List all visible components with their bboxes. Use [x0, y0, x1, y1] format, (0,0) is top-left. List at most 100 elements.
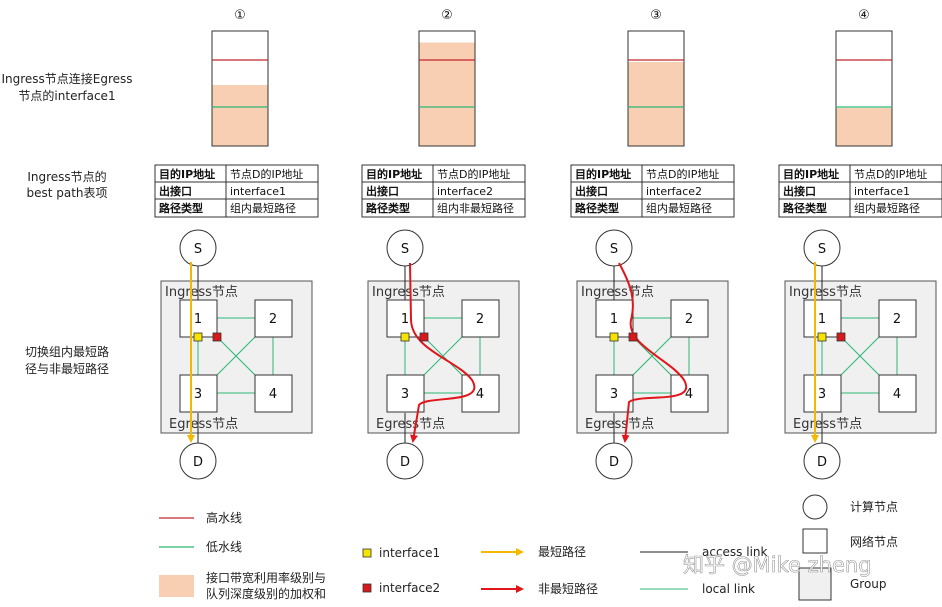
scenario-1: ① 目的IP地址 节点D的IP地址 出接口 interface1 路径类型 组内…: [154, 8, 319, 480]
table-header-dest-value: 节点D的IP地址: [437, 167, 510, 181]
table-row-out-value: interface1: [854, 185, 910, 198]
topology: 1 2 3 4 Ingress节点 Egress节点 S D: [784, 229, 937, 480]
legend-low-water-label: 低水线: [206, 540, 242, 554]
row-label-connection-line2: 节点的interface1: [18, 88, 115, 103]
legend-compute-node: 计算节点: [802, 494, 898, 520]
node-1-label: 1: [610, 312, 618, 327]
network-node-2: [254, 299, 293, 338]
legend-non-shortest: 非最短路径: [481, 581, 598, 596]
legend-group-label: Group: [850, 577, 887, 591]
ingress-label: Ingress节点: [789, 285, 862, 300]
topology: 1 2 3 4 Ingress节点 Egress节点 S D: [367, 229, 520, 480]
table-row-out-value: interface2: [437, 185, 493, 198]
legend-high-water: 高水线: [159, 510, 242, 525]
compute-node-d: [179, 442, 217, 480]
network-node-4: [670, 374, 709, 413]
source-label: S: [401, 242, 409, 257]
interface1-marker: [609, 332, 619, 342]
node-4-label: 4: [893, 387, 901, 402]
scenario-4: ④ 目的IP地址 节点D的IP地址 出接口 interface1 路径类型 组内…: [778, 8, 942, 480]
table-row-out-value: interface2: [646, 185, 702, 198]
node-2-label: 2: [893, 312, 901, 327]
non-shortest-path-arrow: [618, 262, 688, 443]
node-4-label: 4: [269, 387, 277, 402]
network-node-1: [179, 299, 218, 338]
local-link-2-3: [423, 336, 463, 376]
network-node-3: [803, 374, 842, 413]
legend-network-node: 网络节点: [802, 528, 898, 554]
non-shortest-path-arrow: [409, 262, 476, 443]
dest-label: D: [193, 455, 203, 470]
watermark: 知乎 @Mike zheng: [683, 553, 872, 577]
interface1-marker: [817, 332, 827, 342]
best-path-table: 目的IP地址 节点D的IP地址 出接口 interface1 路径类型 组内最短…: [154, 164, 319, 218]
table-header-dest: 目的IP地址: [159, 167, 215, 181]
node-2-label: 2: [476, 312, 484, 327]
legend-access-link: access link: [640, 545, 768, 559]
table-header-dest: 目的IP地址: [575, 167, 631, 181]
network-node-3: [179, 374, 218, 413]
network-node-3: [595, 374, 634, 413]
legend: 高水线 低水线 接口带宽利用率级别与 队列深度级别的加权和 interface1…: [159, 494, 898, 601]
node-1-label: 1: [401, 312, 409, 327]
egress-label: Egress节点: [376, 417, 445, 432]
local-link-2-3: [632, 336, 672, 376]
legend-group: Group: [798, 567, 887, 601]
row-label-best-path-line1: Ingress节点的: [27, 169, 106, 184]
egress-label: Egress节点: [793, 417, 862, 432]
network-node-2: [461, 299, 500, 338]
table-header-dest-value: 节点D的IP地址: [646, 167, 719, 181]
network-node-1: [595, 299, 634, 338]
table-row-type-label: 路径类型: [159, 201, 203, 215]
node-2-label: 2: [685, 312, 693, 327]
table-row-type-value: 组内非最短路径: [437, 201, 514, 215]
network-node-2: [670, 299, 709, 338]
table-header-dest: 目的IP地址: [366, 167, 422, 181]
egress-label: Egress节点: [585, 417, 654, 432]
queue-gauge: [627, 30, 685, 147]
local-link-2-3: [216, 336, 256, 376]
table-header-dest-value: 节点D的IP地址: [854, 167, 927, 181]
scenario-2: ② 目的IP地址 节点D的IP地址 出接口 interface2 路径类型 组内…: [361, 8, 526, 480]
legend-shortest-label: 最短路径: [538, 544, 586, 559]
table-row-type-value: 组内最短路径: [230, 201, 296, 215]
legend-interface1-label: interface1: [379, 546, 440, 560]
legend-high-water-label: 高水线: [206, 510, 242, 525]
legend-weighted-line2: 队列深度级别的加权和: [206, 586, 326, 601]
legend-interface1: interface1: [362, 546, 440, 560]
legend-weighted: 接口带宽利用率级别与 队列深度级别的加权和: [159, 570, 326, 601]
row-label-best-path: Ingress节点的 best path表项: [26, 169, 107, 200]
network-node-4: [461, 374, 500, 413]
legend-local-link-label: local link: [702, 582, 755, 596]
table-header-dest: 目的IP地址: [783, 167, 839, 181]
scenario-3: ③ 目的IP地址 节点D的IP地址 出接口 interface2 路径类型 组内…: [570, 8, 735, 480]
legend-compute-node-label: 计算节点: [850, 499, 898, 514]
source-label: S: [194, 242, 202, 257]
ingress-label: Ingress节点: [581, 285, 654, 300]
ingress-label: Ingress节点: [372, 285, 445, 300]
table-header-dest-value: 节点D的IP地址: [230, 167, 303, 181]
node-3-label: 3: [401, 387, 409, 402]
dest-label: D: [817, 455, 827, 470]
compute-node-d: [386, 442, 424, 480]
network-node-4: [254, 374, 293, 413]
row-label-switch-line1: 切换组内最短路: [25, 344, 109, 359]
legend-network-node-label: 网络节点: [850, 534, 898, 549]
row-label-connection-line1: Ingress节点连接Egress: [1, 71, 132, 86]
egress-label: Egress节点: [169, 417, 238, 432]
queue-gauge: [211, 30, 269, 147]
compute-node-s: [595, 229, 633, 267]
table-row-type-value: 组内最短路径: [854, 201, 920, 215]
interface1-marker: [400, 332, 410, 342]
source-label: S: [818, 242, 826, 257]
legend-weighted-line1: 接口带宽利用率级别与: [206, 570, 326, 585]
network-node-2: [878, 299, 917, 338]
table-row-out-label: 出接口: [159, 184, 192, 198]
node-3-label: 3: [818, 387, 826, 402]
queue-gauge: [418, 30, 476, 147]
legend-low-water: 低水线: [159, 540, 242, 554]
network-node-1: [386, 299, 425, 338]
interface2-marker: [836, 332, 846, 342]
scenario-number: ③: [650, 8, 662, 23]
row-label-switch-line2: 径与非最短路径: [25, 361, 109, 376]
